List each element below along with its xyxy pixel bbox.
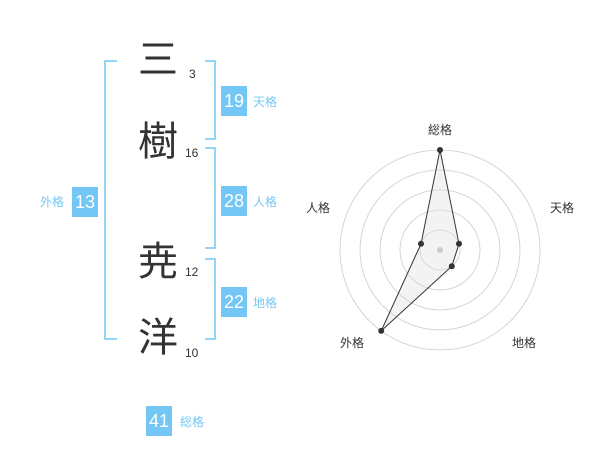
name-char-2: 樹 bbox=[138, 119, 178, 165]
stroke-count-2: 16 bbox=[185, 146, 199, 160]
radar-ring-4 bbox=[359, 169, 521, 331]
radar-points bbox=[378, 147, 462, 334]
name-char-4: 洋 bbox=[138, 315, 178, 361]
stroke-count-4: 10 bbox=[185, 346, 199, 360]
radar-center-dot bbox=[437, 247, 443, 253]
radar-label-soukaku: 総格 bbox=[428, 122, 452, 137]
jinkaku-bracket bbox=[205, 147, 216, 249]
jinkaku-value-badge: 28 bbox=[221, 186, 248, 216]
radar-point-4 bbox=[378, 327, 385, 334]
radar-label-tenkaku: 天格 bbox=[550, 200, 574, 215]
radar-label-jinkaku: 人格 bbox=[306, 200, 330, 215]
chikaku-value-badge: 22 bbox=[221, 287, 248, 317]
stroke-count-1: 3 bbox=[189, 67, 196, 81]
radar-ring-3 bbox=[379, 189, 501, 311]
tenkaku-bracket bbox=[205, 60, 216, 140]
tenkaku-value-badge: 19 bbox=[221, 86, 248, 116]
radar-label-chikaku: 地格 bbox=[512, 335, 536, 350]
radar-point-3 bbox=[448, 263, 455, 270]
name-char-1: 三 bbox=[138, 37, 178, 83]
radar-point-5 bbox=[418, 240, 424, 247]
radar-label-gaikaku: 外格 bbox=[340, 335, 364, 350]
soukaku-value-badge: 41 bbox=[146, 406, 173, 436]
chikaku-label: 地格 bbox=[253, 296, 278, 310]
radar-point-1 bbox=[437, 147, 443, 153]
radar-polygon bbox=[380, 149, 460, 332]
radar-ring-2 bbox=[399, 209, 481, 291]
jinkaku-label: 人格 bbox=[253, 195, 278, 209]
stroke-count-3: 12 bbox=[185, 265, 199, 279]
gaikaku-value-badge: 13 bbox=[72, 187, 99, 217]
radar-ring-1 bbox=[419, 229, 461, 271]
tenkaku-label: 天格 bbox=[253, 95, 278, 109]
chikaku-bracket bbox=[205, 258, 216, 340]
radar-point-2 bbox=[456, 240, 462, 247]
gaikaku-bracket bbox=[104, 60, 117, 340]
soukaku-label: 総格 bbox=[180, 415, 205, 429]
gaikaku-label: 外格 bbox=[40, 195, 65, 209]
name-char-3: 尭 bbox=[138, 239, 178, 285]
